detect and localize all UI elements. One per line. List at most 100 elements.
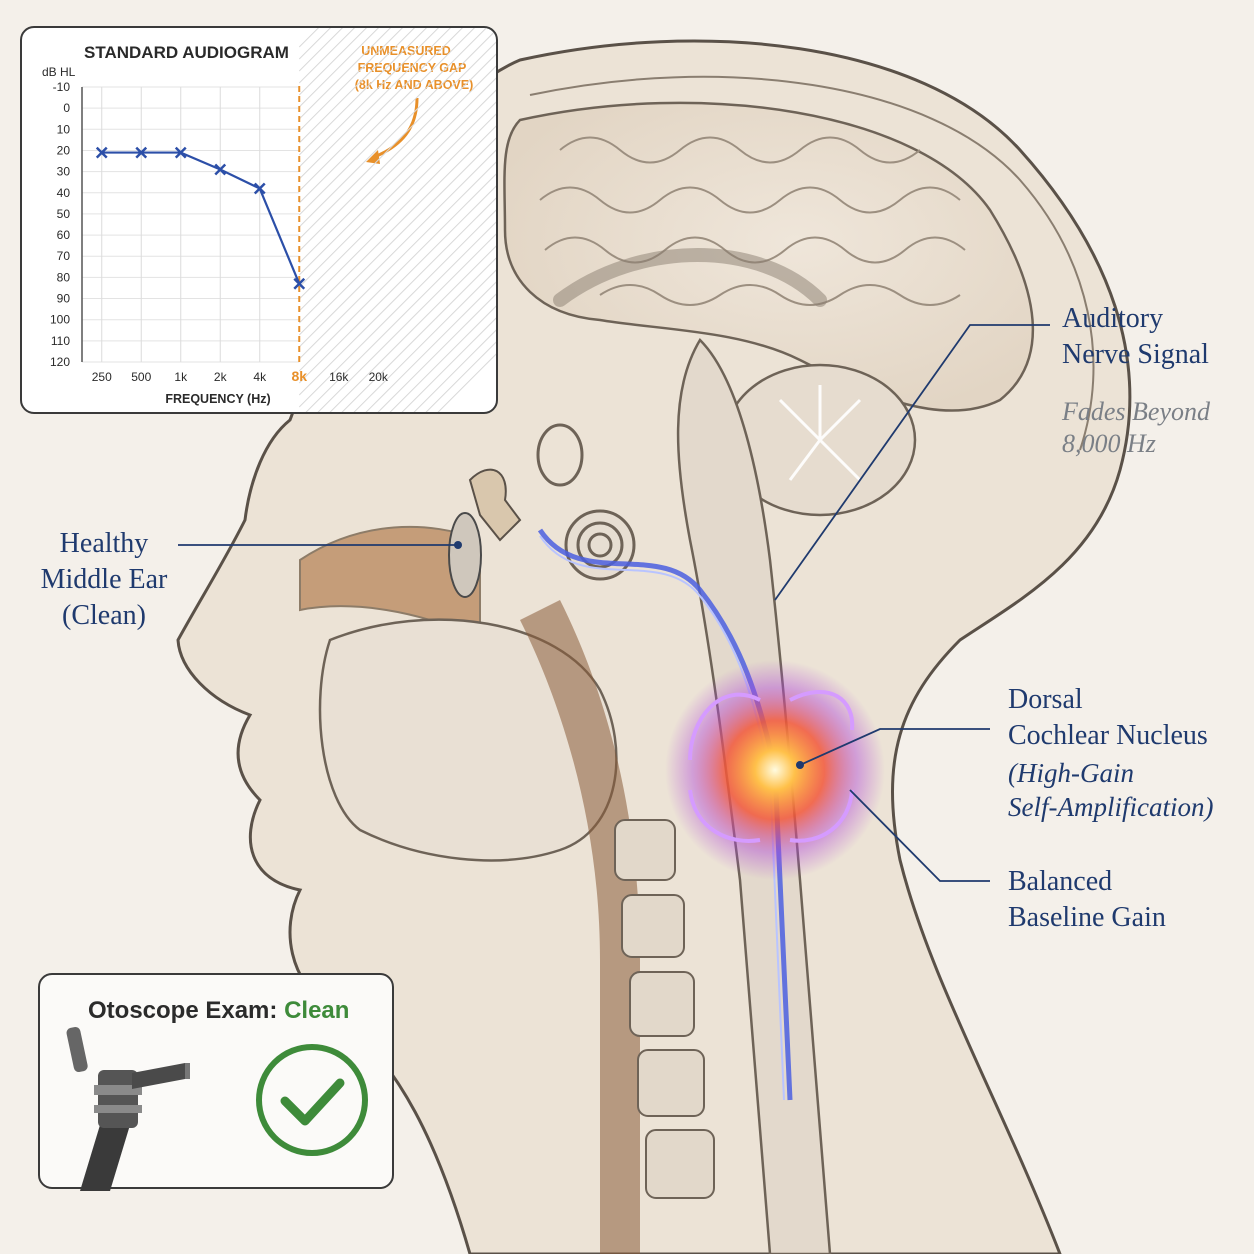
hatch-line — [317, 233, 496, 412]
hatch-line — [298, 28, 427, 156]
spine — [614, 819, 715, 1199]
hatch-line — [298, 137, 496, 336]
hatch-line — [298, 28, 451, 180]
hatch-line — [298, 65, 496, 264]
hatch-line — [329, 245, 496, 412]
otoscope-graphics — [66, 1026, 368, 1191]
hatch-line — [298, 28, 391, 120]
y-tick-label: 0 — [63, 101, 70, 115]
hatch-line — [305, 221, 496, 412]
audiogram-grid — [81, 86, 300, 363]
otoscope-card: Otoscope Exam: Clean — [38, 973, 394, 1191]
hatch-line — [353, 269, 496, 412]
hatch-line — [298, 89, 496, 288]
x-tick-label: 250 — [92, 370, 112, 384]
audiogram-card: STANDARD AUDIOGRAM dB HL UNMEASURED FREQ… — [20, 26, 498, 414]
check-circle-icon — [256, 1044, 368, 1156]
hatch-line — [298, 28, 343, 72]
hatch-line — [298, 101, 496, 300]
hatch-line — [298, 41, 496, 240]
gap-note-line-3: (8k Hz AND ABOVE) — [355, 78, 474, 92]
y-tick-label: 20 — [57, 143, 71, 157]
data-point — [214, 163, 227, 176]
data-point — [253, 182, 266, 195]
hatch-line — [425, 341, 496, 412]
hatch-line — [389, 305, 496, 412]
gap-note-line-1: UNMEASURED — [361, 44, 451, 58]
x-tick-label: 500 — [131, 370, 151, 384]
audiogram-chart: STANDARD AUDIOGRAM dB HL UNMEASURED FREQ… — [42, 28, 496, 412]
data-point — [95, 146, 108, 159]
baseline-gain-label: Balanced Baseline Gain — [1008, 866, 1166, 933]
y-tick-label: 90 — [57, 292, 71, 306]
gap-note-line-2: FREQUENCY GAP — [358, 61, 467, 75]
hatch-line — [401, 317, 496, 412]
hatch-line — [298, 185, 496, 384]
ossicles — [468, 468, 522, 542]
dcn-label: Dorsal Cochlear Nucleus — [1008, 684, 1208, 751]
hatch-line — [298, 28, 379, 108]
series-line — [101, 151, 301, 285]
middle-ear-label: Healthy Middle Ear (Clean) — [40, 528, 168, 631]
y-tick-label: 50 — [57, 207, 71, 221]
audiogram-x-label: FREQUENCY (Hz) — [165, 392, 270, 406]
y-tick-label: 40 — [57, 186, 71, 200]
hatch-line — [298, 77, 496, 276]
hatch-line — [298, 28, 415, 144]
x-tick-label: 4k — [253, 370, 267, 384]
y-tick-label: 30 — [57, 165, 71, 179]
fades-beyond-label: Fades Beyond 8,000 Hz — [1062, 397, 1211, 458]
hatch-line — [298, 28, 463, 192]
x-tick-label: 1k — [174, 370, 188, 384]
hatch-line — [298, 29, 496, 228]
y-tick-label: 120 — [50, 355, 70, 369]
y-tick-label: 70 — [57, 249, 71, 263]
otoscope-icon — [66, 1026, 190, 1191]
hatch-line — [298, 28, 403, 132]
feedback-loops — [688, 689, 855, 843]
hatch-line — [298, 53, 496, 252]
hatch-line — [298, 113, 496, 312]
unmeasured-region — [298, 28, 496, 412]
hatch-line — [298, 28, 355, 84]
audiogram-y-unit: dB HL — [42, 65, 76, 79]
hatch-line — [377, 293, 496, 412]
hatch-line — [298, 209, 496, 408]
y-tick-label: 110 — [51, 334, 70, 348]
hatch-line — [298, 173, 496, 372]
leader-lines — [178, 324, 1050, 882]
audiogram-series — [95, 146, 306, 290]
hatch-line — [298, 125, 496, 324]
x-tick-label: 8k — [291, 368, 307, 384]
hatch-line — [298, 161, 496, 360]
y-tick-label: 10 — [57, 122, 71, 136]
y-tick-label: 80 — [57, 270, 71, 284]
y-tick-label: -10 — [53, 80, 71, 94]
auditory-nerve-label: Auditory Nerve Signal — [1062, 303, 1209, 370]
audiogram-title: STANDARD AUDIOGRAM — [84, 43, 289, 62]
eardrum — [448, 512, 482, 598]
hatch-line — [341, 257, 496, 412]
x-tick-label: 2k — [214, 370, 228, 384]
hatch-line — [298, 28, 439, 168]
y-tick-label: 60 — [57, 228, 71, 242]
otoscope-label: Otoscope Exam: — [88, 997, 278, 1024]
data-point — [174, 146, 187, 159]
gap-arrow-icon — [371, 97, 419, 160]
otoscope-status: Clean — [284, 997, 350, 1024]
dcn-note-label: (High-Gain Self-Amplification) — [1008, 758, 1214, 822]
hatch-line — [298, 197, 496, 396]
hatch-line — [365, 281, 496, 412]
hatch-line — [413, 329, 496, 412]
data-point — [293, 277, 306, 290]
dcn-glow — [665, 660, 885, 880]
otoscope-title: Otoscope Exam: Clean — [88, 997, 349, 1025]
check-mark — [280, 1078, 345, 1126]
hatch-line — [298, 28, 367, 96]
x-tick-label: 20k — [369, 370, 389, 384]
hatch-line — [298, 149, 496, 348]
hatch-line — [437, 353, 496, 412]
hatch-line — [298, 28, 487, 216]
